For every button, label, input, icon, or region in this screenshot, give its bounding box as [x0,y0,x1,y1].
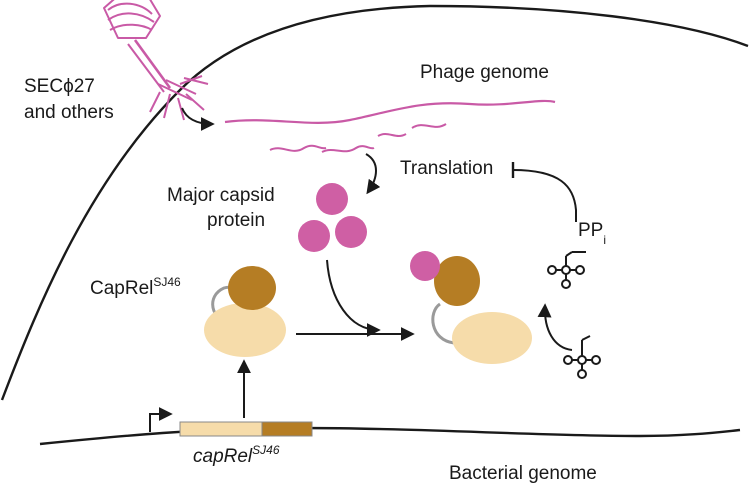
trna-charged-icon [563,335,601,379]
caprel-active [410,251,532,364]
trna-icon [547,251,586,289]
caprel-gene-box [179,421,263,437]
phage-name-label: SECϕ27 [24,76,95,97]
bacterial-genome-strand [39,426,741,446]
ppi-label-sub: i [603,233,606,247]
caprel-gene-label-base: capRel [193,446,253,467]
pyrophosphorylation-arrow [537,303,573,351]
caprel-label-sup: SJ46 [153,275,181,289]
caprel-label-base: CapRel [90,278,153,299]
capsid-binding-arrow [326,259,381,337]
caprel-gene-label: capRelSJ46 [193,443,280,467]
mrna-fragments [269,123,447,153]
capsid-label-line1: Major capsid [167,185,275,206]
caprel-gene-domain [261,421,313,437]
translation-arrow [365,153,381,195]
promoter-arrow [149,407,173,432]
ppi-label-base: PP [578,220,603,241]
capsid-protein-cluster [298,183,367,252]
capsid-label-line2: protein [207,210,265,231]
cell-membrane [0,4,749,401]
bacterial-genome-label: Bacterial genome [449,463,597,484]
inhibition-line [512,169,577,222]
phage-genome-strand [224,99,556,124]
translation-label: Translation [400,158,493,179]
phage-icon [103,0,209,121]
caprel-gene-label-sup: SJ46 [252,443,280,457]
ppi-label: PPi [578,220,606,247]
phage-genome-label: Phage genome [420,62,549,83]
caprel-label: CapRelSJ46 [90,275,181,299]
injection-arrow [181,107,215,131]
caprel-inactive [204,266,286,357]
phage-others-label: and others [24,102,114,123]
